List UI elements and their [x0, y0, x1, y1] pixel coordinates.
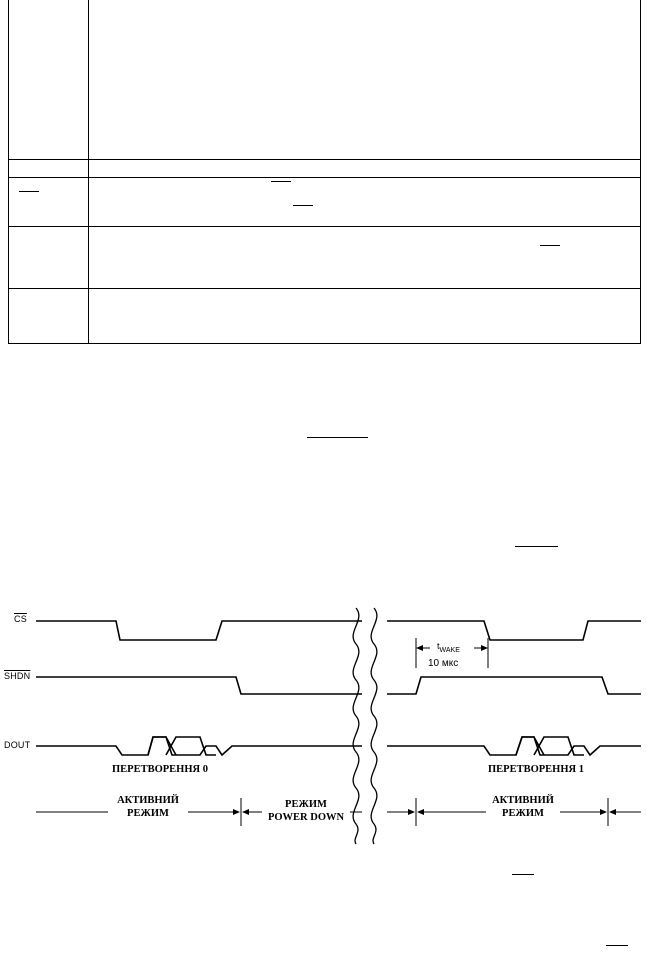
table-row-divider	[9, 288, 640, 289]
text-overline	[606, 945, 628, 946]
pin-name-overline	[19, 191, 39, 192]
twake-value: 10 мкс	[428, 658, 459, 669]
table-column-divider	[88, 0, 89, 343]
shutdown-timing-diagram: CS SHDN DOUT tWAKE 10 мкс ПЕРЕТВОРЕННЯ 0…	[0, 600, 647, 860]
dout-signal-label: DOUT	[4, 740, 31, 750]
dout-waveform-after-b	[515, 736, 584, 756]
conversion-0-label: ПЕРЕТВОРЕННЯ 0	[112, 764, 208, 775]
power-down-mode-label: РЕЖИМ POWER DOWN	[267, 799, 345, 823]
shdn-waveform	[36, 676, 362, 695]
dout-waveform-after-a	[387, 736, 641, 757]
dout-waveform-c	[165, 744, 177, 756]
text-overline	[515, 546, 558, 547]
text-overline	[512, 874, 534, 875]
shdn-signal-label: SHDN	[4, 671, 31, 681]
text-overline	[271, 181, 291, 182]
pin-description-table	[8, 0, 641, 344]
cs-waveform-after	[387, 620, 641, 641]
text-overline	[307, 437, 368, 438]
shdn-waveform-after	[387, 676, 641, 695]
dout-waveform-a	[36, 736, 362, 757]
cs-signal-label: CS	[14, 614, 27, 624]
table-row-divider	[9, 177, 640, 178]
active-mode-label-1: АКТИВНИЙ РЕЖИМ	[117, 795, 179, 819]
timing-waveforms	[36, 607, 641, 845]
conversion-1-label: ПЕРЕТВОРЕННЯ 1	[488, 764, 584, 775]
cs-waveform	[36, 620, 362, 641]
time-break-line-right	[370, 607, 378, 845]
table-row-divider	[9, 226, 640, 227]
dout-waveform-b	[147, 736, 216, 756]
table-row-divider	[9, 159, 640, 160]
time-break-line-left	[352, 607, 360, 845]
dout-waveform-after-c	[533, 744, 545, 756]
active-mode-label-2: АКТИВНИЙ РЕЖИМ	[492, 795, 554, 819]
text-overline	[540, 245, 560, 246]
twake-label: tWAKE	[437, 641, 460, 654]
text-overline	[293, 205, 313, 206]
